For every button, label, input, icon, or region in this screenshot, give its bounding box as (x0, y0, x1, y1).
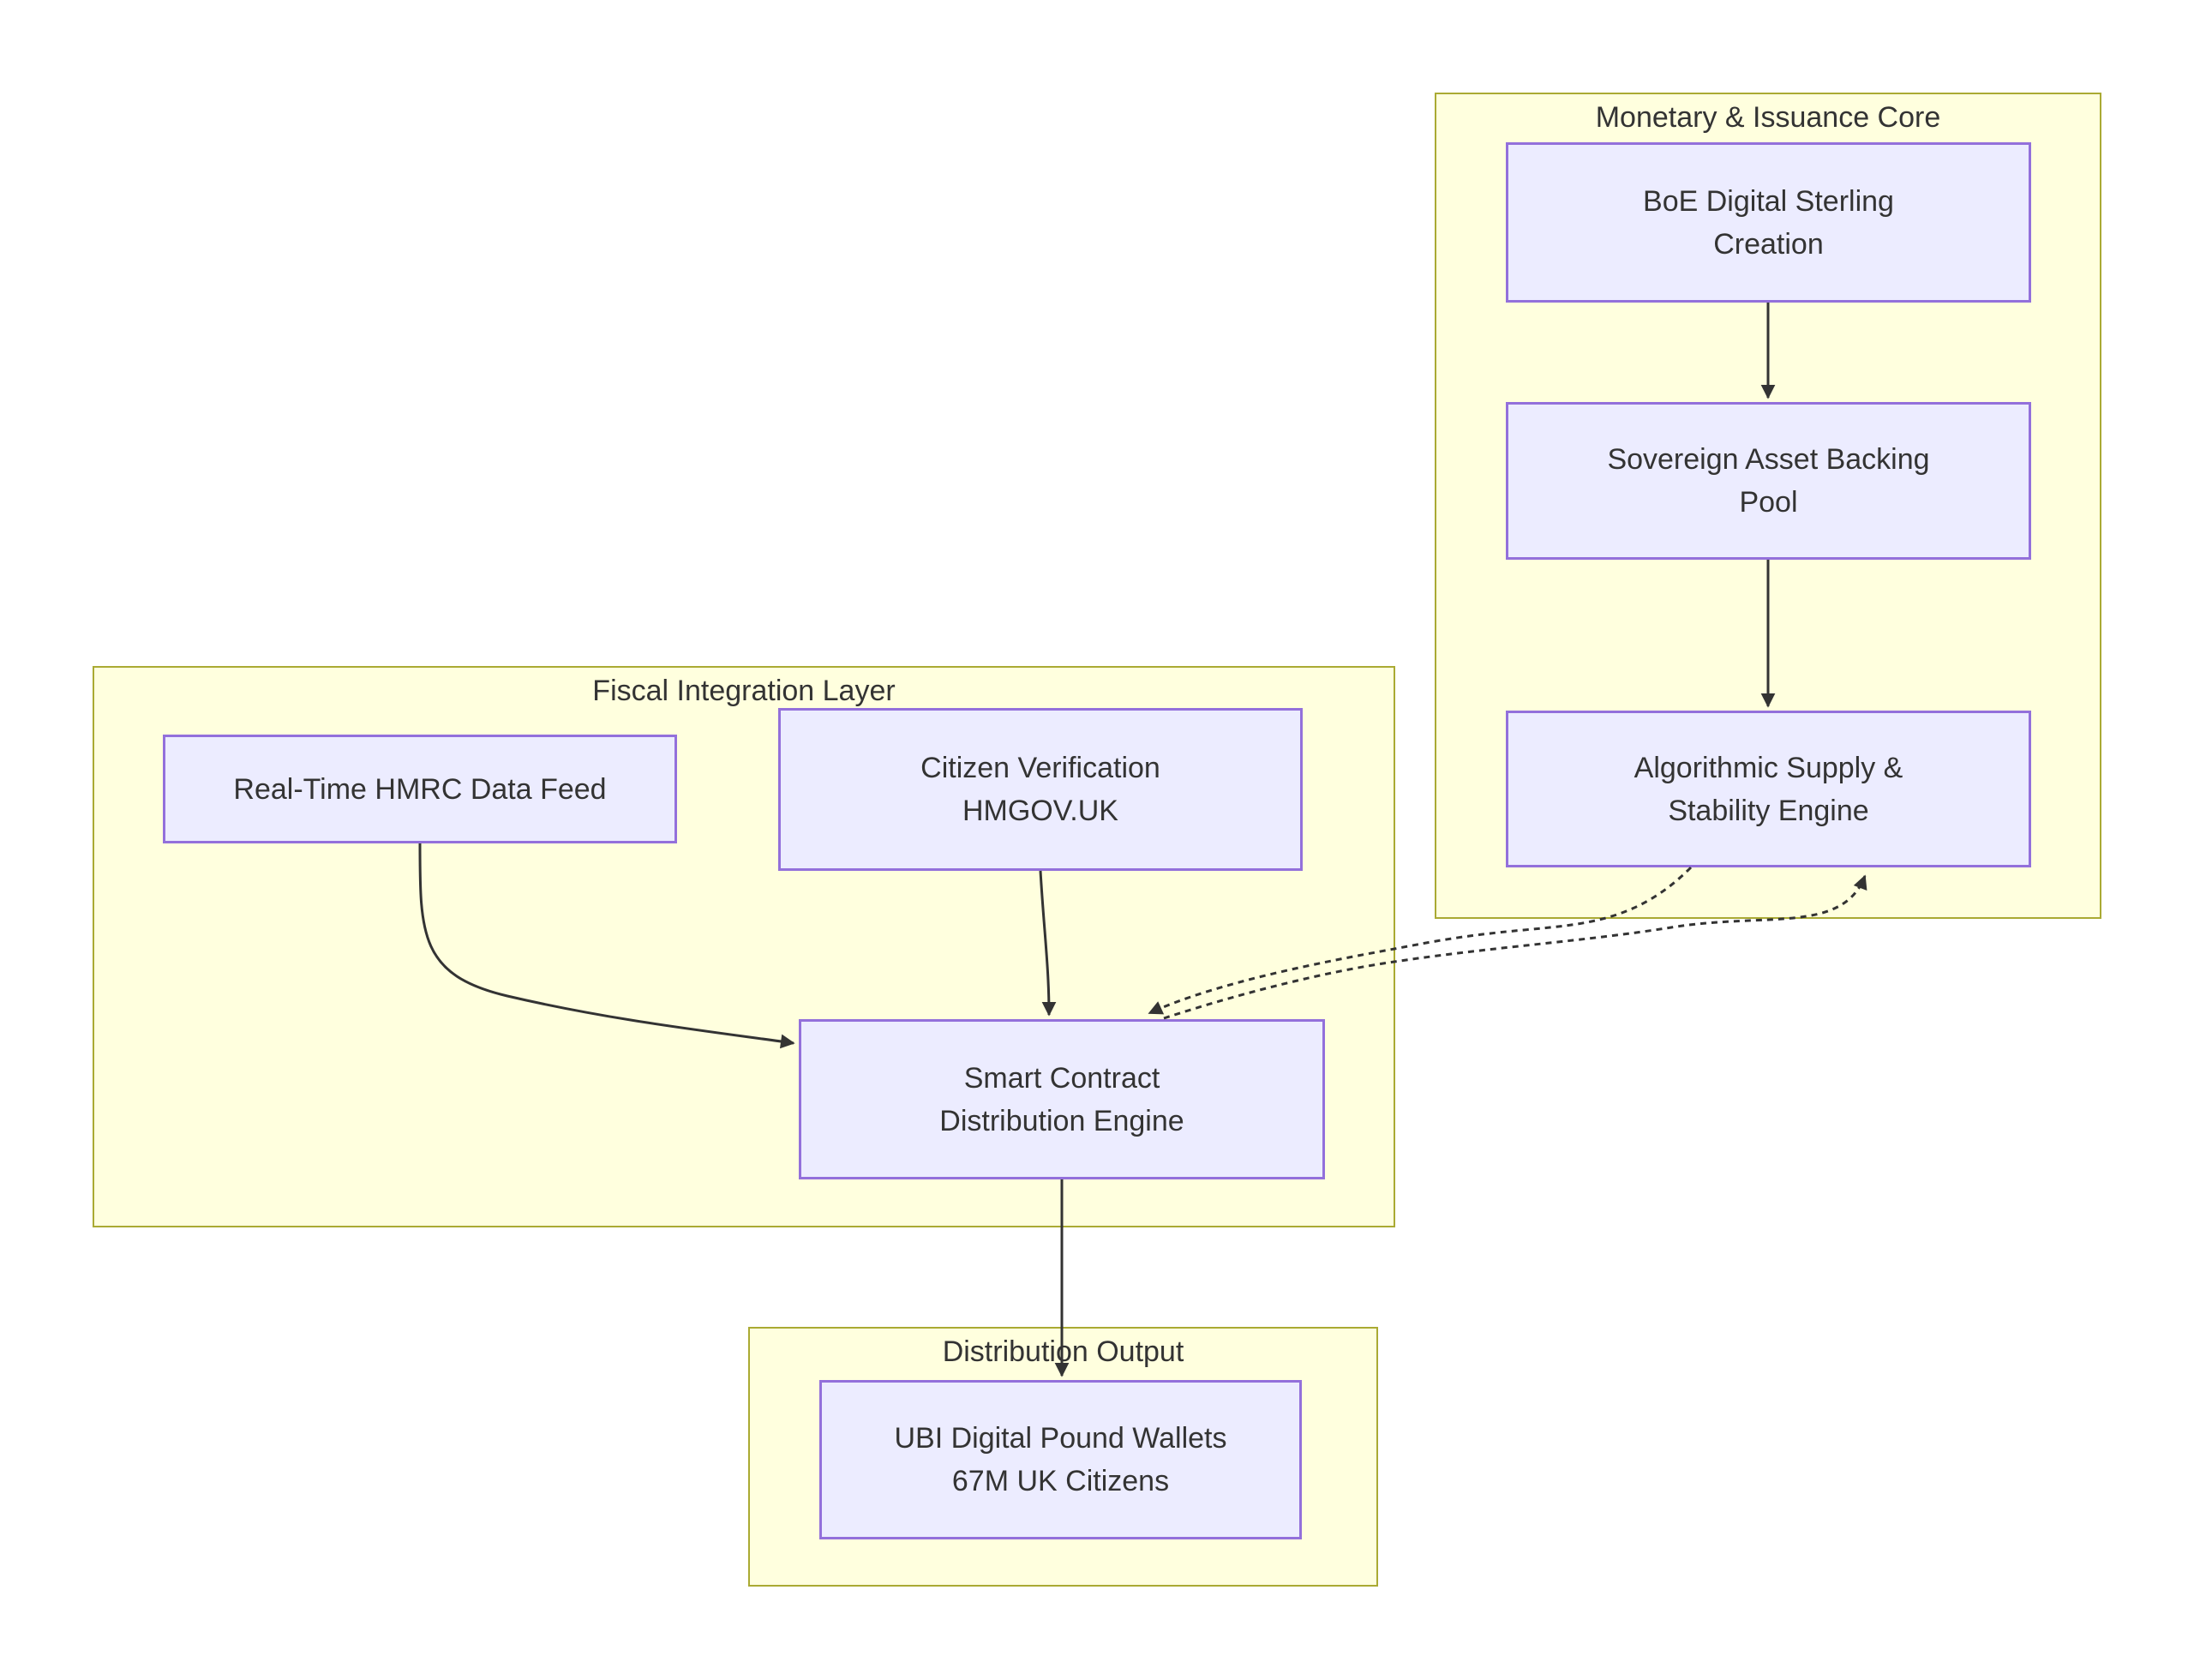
node-label-line: HMGOV.UK (962, 795, 1118, 827)
node-label-line: Pool (1739, 486, 1798, 519)
node-label-line: Smart Contract (963, 1061, 1160, 1095)
node-algorithmic-supply-stability-engine: Algorithmic Supply & Stability Engine (1506, 711, 2031, 867)
node-label-line: 67M UK Citizens (951, 1465, 1170, 1497)
node-label-line: Sovereign Asset Backing (1607, 443, 1930, 476)
subgraph-title-output: Distribution Output (942, 1335, 1184, 1368)
node-sovereign-asset-backing-pool: Sovereign Asset Backing Pool (1506, 402, 2031, 560)
node-label-line: BoE Digital Sterling (1643, 184, 1894, 218)
node-boe-digital-sterling-creation: BoE Digital Sterling Creation (1506, 142, 2031, 303)
node-ubi-digital-pound-wallets: UBI Digital Pound Wallets 67M UK Citizen… (819, 1380, 1302, 1539)
node-label-line: UBI Digital Pound Wallets (894, 1422, 1227, 1455)
node-label-line: Distribution Engine (939, 1104, 1184, 1137)
node-real-time-hmrc-data-feed: Real-Time HMRC Data Feed (163, 735, 677, 843)
node-label-line: Citizen Verification (920, 752, 1160, 784)
node-label-line: Real-Time HMRC Data Feed (233, 772, 607, 806)
node-smart-contract-distribution-engine: Smart Contract Distribution Engine (799, 1019, 1325, 1179)
node-label-line: Stability Engine (1668, 794, 1869, 827)
subgraph-title-fiscal: Fiscal Integration Layer (592, 675, 896, 707)
node-label-line: Algorithmic Supply & (1634, 751, 1903, 784)
node-citizen-verification-hmgov-uk: Citizen Verification HMGOV.UK (778, 708, 1303, 871)
subgraph-title-monetary: Monetary & Issuance Core (1595, 101, 1941, 134)
node-label-line: Creation (1713, 227, 1824, 261)
